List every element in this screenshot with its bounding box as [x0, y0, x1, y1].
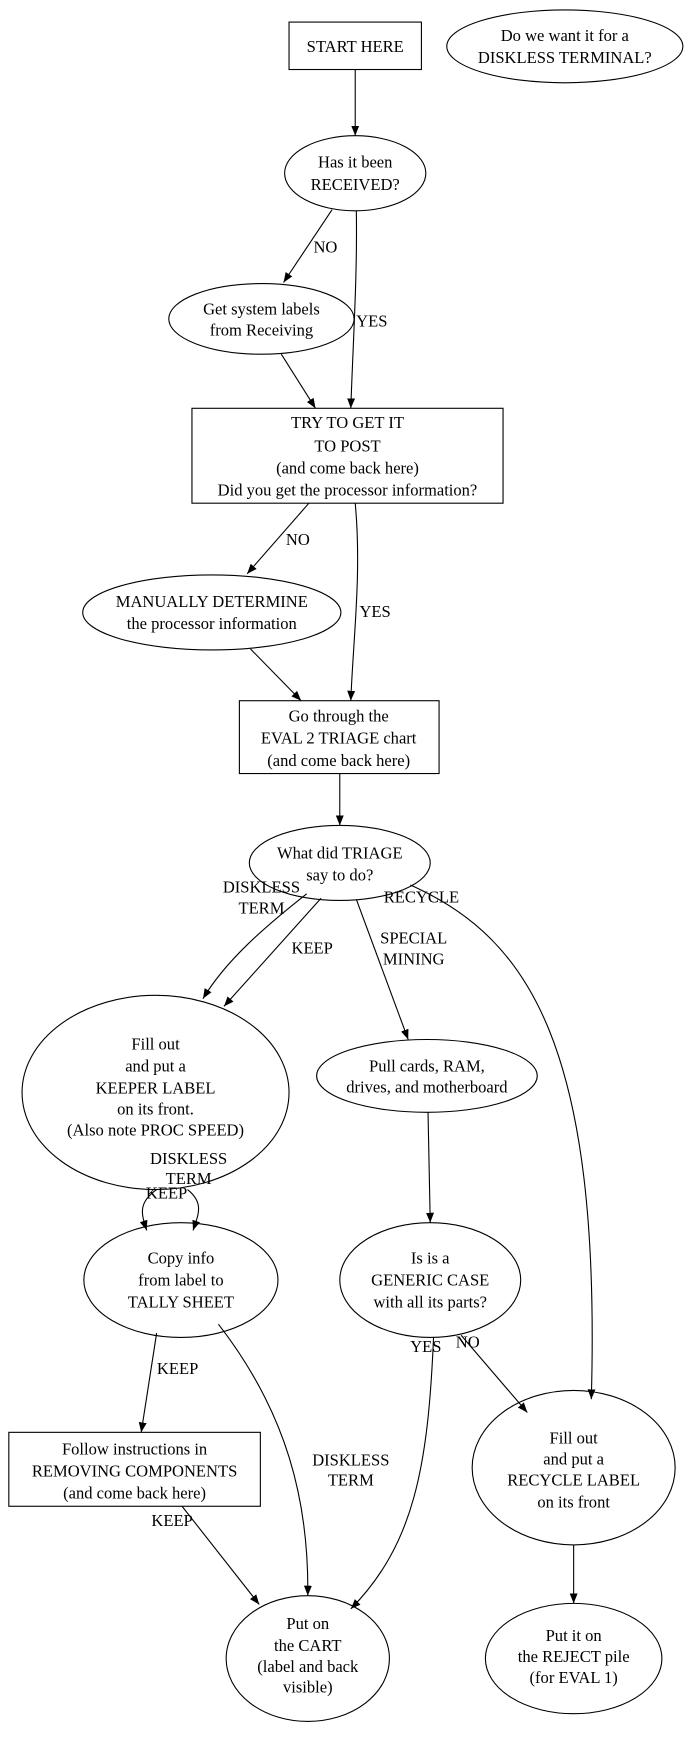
- node-reject: Put it on the REJECT pile (for EVAL 1): [484, 1602, 663, 1715]
- edge-generic-recycle: [460, 1334, 528, 1413]
- edge-pull-generic: [426, 1112, 435, 1223]
- edge-label: RECYCLE: [384, 888, 459, 907]
- svg-text:the REJECT pile: the REJECT pile: [518, 1647, 630, 1666]
- svg-text:Fill out: Fill out: [131, 1034, 180, 1053]
- svg-text:(and come back here): (and come back here): [63, 1484, 206, 1503]
- svg-text:Get system labels: Get system labels: [203, 299, 320, 318]
- svg-text:(for EVAL 1): (for EVAL 1): [530, 1668, 618, 1687]
- node-follow: Follow instructions in REMOVING COMPONEN…: [8, 1431, 261, 1507]
- edge-try-post-eval2: [347, 503, 359, 701]
- svg-text:TRY TO GET IT: TRY TO GET IT: [291, 413, 404, 432]
- node-copy: Copy info from label to TALLY SHEET: [83, 1222, 279, 1338]
- node-received: Has it been RECEIVED?: [284, 135, 427, 212]
- svg-text:drives, and motherboard: drives, and motherboard: [346, 1077, 508, 1096]
- svg-text:KEEPER LABEL: KEEPER LABEL: [96, 1079, 216, 1098]
- node-diskless-question: Do we want it for a DISKLESS TERMINAL?: [446, 9, 684, 84]
- edge-label: NO: [313, 238, 337, 257]
- edge-label: TERM: [328, 1470, 374, 1489]
- edge-received-get-labels: [283, 209, 333, 283]
- svg-text:visible): visible): [283, 1678, 333, 1697]
- node-generic: Is is a GENERIC CASE with all its parts?: [339, 1222, 522, 1338]
- svg-text:(Also note PROC SPEED): (Also note PROC SPEED): [67, 1120, 244, 1139]
- node-triage: What did TRIAGE say to do?: [248, 824, 431, 902]
- svg-text:DISKLESS TERMINAL?: DISKLESS TERMINAL?: [478, 48, 652, 67]
- svg-text:from Receiving: from Receiving: [210, 320, 313, 339]
- svg-text:from label to: from label to: [138, 1271, 223, 1290]
- svg-text:(and come back here): (and come back here): [276, 458, 419, 477]
- edge-label: TERM: [238, 899, 284, 918]
- node-recycle: Fill out and put a RECYCLE LABEL on its …: [471, 1389, 676, 1546]
- node-get-labels: Get system labels from Receiving: [168, 283, 355, 355]
- node-cart: Put on the CART (label and back visible): [225, 1595, 390, 1722]
- svg-text:Fill out: Fill out: [550, 1428, 599, 1447]
- edge-triage-keeper-keep: [223, 897, 322, 1007]
- edge-label: DISKLESS: [150, 1149, 227, 1168]
- node-start: START HERE: [288, 21, 422, 71]
- svg-text:START HERE: START HERE: [307, 37, 404, 56]
- edge-label: KEEP: [151, 1511, 192, 1530]
- svg-text:say to do?: say to do?: [306, 866, 373, 885]
- edge-label: NO: [456, 1332, 480, 1351]
- svg-text:Follow instructions in: Follow instructions in: [62, 1439, 208, 1458]
- edge-keeper-copy-keep: [139, 1189, 157, 1231]
- edge-manually-eval2: [250, 648, 302, 702]
- edge-triage-keeper-diskless: [202, 893, 308, 999]
- edge-label: YES: [410, 1337, 441, 1356]
- edge-label: KEEP: [292, 938, 333, 957]
- svg-text:Go through the: Go through the: [289, 707, 389, 726]
- svg-text:Put it on: Put it on: [546, 1626, 603, 1645]
- svg-text:Pull cards, RAM,: Pull cards, RAM,: [369, 1056, 485, 1075]
- edge-label: MINING: [383, 949, 445, 968]
- edge-try-post-manually: [246, 502, 310, 575]
- edge-follow-cart: [181, 1505, 260, 1605]
- edge-label: DISKLESS: [223, 878, 300, 897]
- svg-text:Put on: Put on: [286, 1614, 329, 1633]
- svg-text:Do we want it for a: Do we want it for a: [501, 26, 630, 45]
- edge-triage-recycle: [410, 884, 596, 1400]
- node-eval2: Go through the EVAL 2 TRIAGE chart (and …: [238, 700, 440, 775]
- svg-text:TALLY SHEET: TALLY SHEET: [128, 1293, 234, 1312]
- node-keeper: Fill out and put a KEEPER LABEL on its f…: [21, 994, 290, 1191]
- svg-text:on its front.: on its front.: [117, 1100, 194, 1119]
- svg-text:REMOVING COMPONENTS: REMOVING COMPONENTS: [32, 1461, 237, 1480]
- edge-label: SPECIAL: [380, 928, 447, 947]
- edge-copy-cart: [217, 1323, 312, 1596]
- svg-text:Is is a: Is is a: [411, 1248, 450, 1267]
- edge-label: KEEP: [157, 1359, 198, 1378]
- node-manually: MANUALLY DETERMINE the processor informa…: [82, 574, 342, 651]
- svg-text:(label and back: (label and back: [257, 1657, 359, 1676]
- svg-text:and put a: and put a: [125, 1056, 186, 1075]
- node-try-post: TRY TO GET IT TO POST (and come back her…: [191, 407, 504, 504]
- svg-text:the CART: the CART: [274, 1636, 341, 1655]
- svg-text:the processor information: the processor information: [127, 614, 298, 633]
- edge-label: DISKLESS: [312, 1450, 389, 1469]
- svg-text:What did TRIAGE: What did TRIAGE: [277, 844, 403, 863]
- edge-label: TERM: [166, 1169, 212, 1188]
- svg-text:RECEIVED?: RECEIVED?: [311, 175, 400, 194]
- svg-text:on its front: on its front: [537, 1492, 610, 1511]
- edge-label: YES: [356, 312, 387, 331]
- node-pull: Pull cards, RAM, drives, and motherboard: [316, 1038, 538, 1113]
- edge-copy-follow: [138, 1332, 158, 1433]
- edge-label: NO: [286, 530, 310, 549]
- edge-triage-pull: [355, 899, 409, 1040]
- edge-keeper-copy-diskless: [187, 1189, 200, 1231]
- edge-received-try-post: [347, 210, 358, 409]
- svg-text:MANUALLY DETERMINE: MANUALLY DETERMINE: [116, 592, 308, 611]
- svg-text:and put a: and put a: [543, 1449, 604, 1468]
- svg-text:TO POST: TO POST: [314, 436, 380, 455]
- svg-text:Has it been: Has it been: [318, 153, 393, 172]
- edge-get-labels-try-post: [280, 353, 316, 409]
- svg-text:GENERIC CASE: GENERIC CASE: [371, 1271, 489, 1290]
- edge-generic-cart: [350, 1337, 435, 1610]
- svg-text:RECYCLE LABEL: RECYCLE LABEL: [507, 1470, 640, 1489]
- edge-label: YES: [359, 602, 390, 621]
- svg-text:Did you get the processor info: Did you get the processor information?: [218, 480, 478, 499]
- svg-text:with all its parts?: with all its parts?: [373, 1293, 486, 1312]
- svg-text:(and come back here): (and come back here): [267, 751, 410, 770]
- svg-text:EVAL 2 TRIAGE chart: EVAL 2 TRIAGE chart: [261, 729, 417, 748]
- edge-label: KEEP: [146, 1183, 187, 1202]
- svg-text:Copy info: Copy info: [148, 1248, 215, 1267]
